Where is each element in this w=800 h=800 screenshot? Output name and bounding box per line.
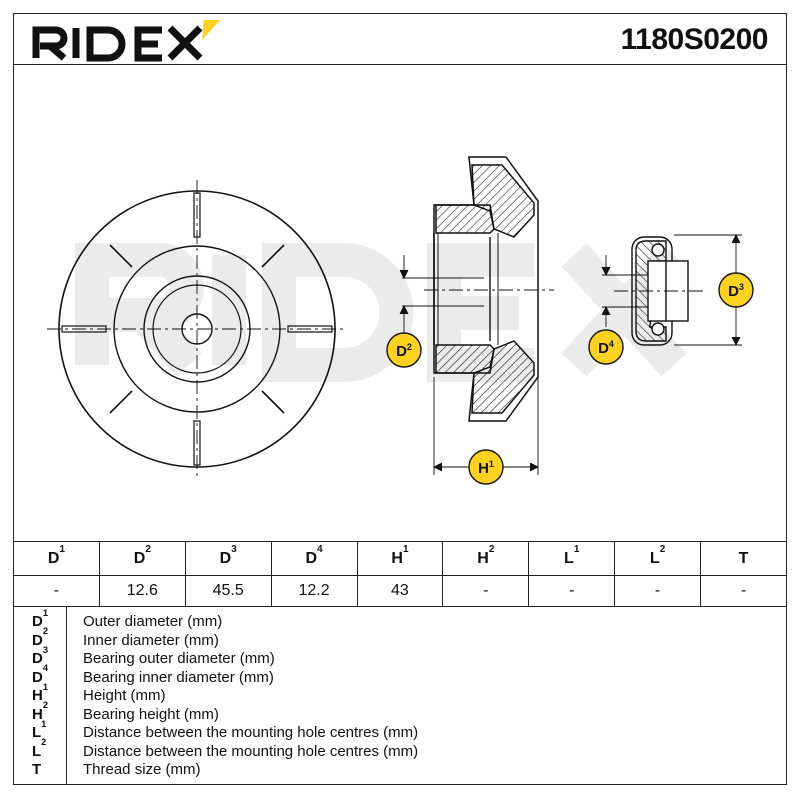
ridex-watermark bbox=[75, 243, 687, 382]
svg-text:D3: D3 bbox=[728, 282, 744, 300]
legend-item: L2 Distance between the mounting hole ce… bbox=[32, 737, 419, 760]
legend-item: T Thread size (mm) bbox=[32, 761, 201, 778]
value-t: - bbox=[700, 575, 787, 607]
header-d2: D2 bbox=[98, 541, 186, 576]
value-d1: - bbox=[13, 575, 100, 607]
header-h1: H1 bbox=[356, 541, 444, 576]
specs-header-row: D1 D2 D3 D4 H1 H2 L1 L2 T bbox=[13, 541, 787, 576]
d2-label: D2 bbox=[386, 332, 422, 368]
value-l1: - bbox=[528, 575, 616, 607]
header-d3: D3 bbox=[184, 541, 272, 576]
d2-dimension bbox=[399, 255, 484, 335]
bearing-section bbox=[614, 236, 704, 346]
header-d4: D4 bbox=[270, 541, 358, 576]
legend-item: D3 Bearing outer diameter (mm) bbox=[32, 644, 275, 667]
legend-item: D4 Bearing inner diameter (mm) bbox=[32, 663, 274, 686]
specs-value-row: - 12.6 45.5 12.2 43 - - - - bbox=[13, 575, 787, 607]
legend-item: H1 Height (mm) bbox=[32, 681, 166, 704]
legend-item: H2 Bearing height (mm) bbox=[32, 700, 219, 723]
d4-dimension bbox=[601, 255, 648, 327]
ridex-logo bbox=[32, 20, 220, 62]
legend: D1 Outer diameter (mm) D2 Inner diameter… bbox=[13, 607, 787, 785]
header-l2: L2 bbox=[614, 541, 701, 576]
value-h1: 43 bbox=[356, 575, 444, 607]
h1-label: H1 bbox=[468, 449, 504, 485]
svg-text:H1: H1 bbox=[478, 459, 494, 477]
top-view bbox=[47, 180, 347, 478]
header-t: T bbox=[700, 541, 787, 576]
d3-label: D3 bbox=[718, 272, 754, 308]
part-number: 1180S0200 bbox=[620, 23, 769, 56]
value-d4: 12.2 bbox=[270, 575, 358, 607]
svg-text:D2: D2 bbox=[396, 342, 412, 360]
specs-table: D1 D2 D3 D4 H1 H2 L1 L2 T - 12.6 45.5 12… bbox=[13, 541, 787, 607]
d4-label: D4 bbox=[588, 329, 624, 365]
legend-item: L1 Distance between the mounting hole ce… bbox=[32, 718, 419, 741]
legend-item: D2 Inner diameter (mm) bbox=[32, 626, 219, 649]
header-d1: D1 bbox=[13, 541, 100, 576]
header-h2: H2 bbox=[442, 541, 530, 576]
svg-text:D4: D4 bbox=[598, 339, 614, 357]
legend-item: D1 Outer diameter (mm) bbox=[32, 607, 223, 630]
header-l1: L1 bbox=[528, 541, 616, 576]
drawing-canvas: D2 H1 bbox=[47, 156, 754, 485]
header: 1180S0200 bbox=[13, 13, 787, 65]
value-d2: 12.6 bbox=[98, 575, 186, 607]
value-h2: - bbox=[442, 575, 530, 607]
value-l2: - bbox=[614, 575, 701, 607]
technical-drawing: D2 H1 bbox=[13, 65, 787, 543]
value-d3: 45.5 bbox=[184, 575, 272, 607]
side-section bbox=[424, 156, 554, 422]
